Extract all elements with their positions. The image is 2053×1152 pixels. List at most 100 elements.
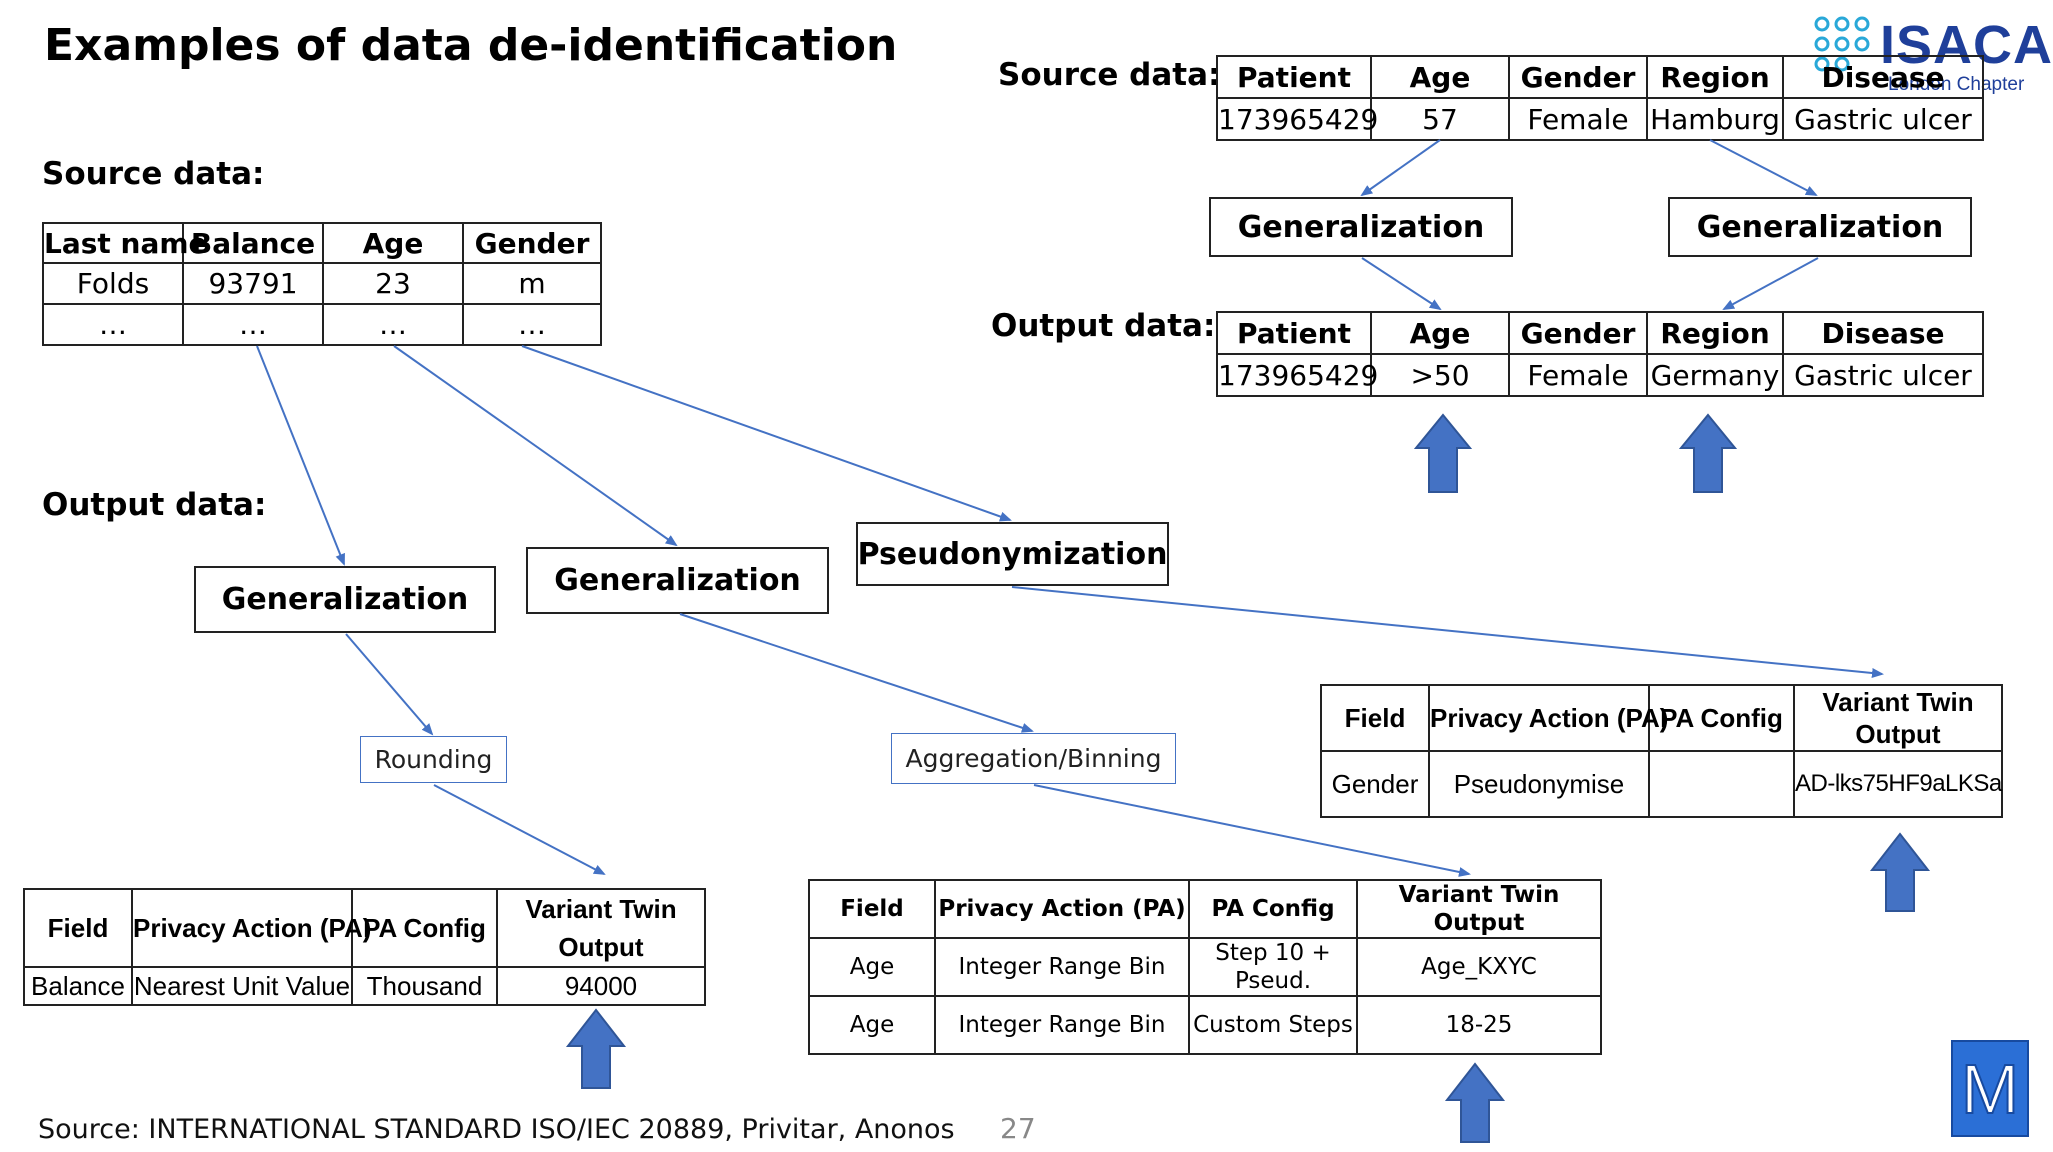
table-cell: Gastric ulcer <box>1782 353 1984 397</box>
table-cell: Germany <box>1646 353 1784 397</box>
col-header-field: Field <box>808 879 936 939</box>
pseudonymization-table: Field Privacy Action (PA) PA Config Vari… <box>1320 684 2003 818</box>
left-source-label: Source data: <box>42 156 265 192</box>
table-cell: Female <box>1508 353 1648 397</box>
table-cell: … <box>462 303 602 346</box>
arrow-region-to-generalization <box>1709 139 1818 196</box>
table-cell: Thousand <box>351 966 498 1006</box>
right-output-table: Patient Age Gender Region Disease 173965… <box>1216 311 1984 397</box>
table-row: … … … … <box>42 303 602 346</box>
col-header-age: Age <box>1370 55 1510 99</box>
arrow-generalization-to-region <box>1722 257 1819 310</box>
col-header-patient: Patient <box>1216 311 1372 355</box>
table-cell: 173965429 <box>1216 353 1378 397</box>
table-cell: Integer Range Bin <box>934 937 1190 997</box>
table-cell: Age <box>808 995 936 1055</box>
table-cell: Gastric ulcer <box>1782 97 1984 141</box>
table-row: Balance Nearest Unit Value Thousand 9400… <box>23 966 706 1006</box>
left-output-label: Output data: <box>42 487 267 523</box>
up-arrow-icon <box>1678 413 1738 493</box>
col-header-region: Region <box>1646 311 1784 355</box>
table-cell: Step 10 + Pseud. <box>1188 937 1358 997</box>
generalization-box-balance: Generalization <box>194 566 496 633</box>
arrow-aggregation-to-table <box>1033 784 1471 877</box>
table-cell: Custom Steps <box>1188 995 1358 1055</box>
table-cell: Age_KXYC <box>1356 937 1602 997</box>
table-cell: 173965429 <box>1216 97 1378 141</box>
up-arrow-icon <box>1413 413 1473 493</box>
table-row: Gender Pseudonymise AD-lks75HF9aLKSa <box>1320 750 2003 818</box>
table-cell <box>1648 750 1795 818</box>
table-row: Age Integer Range Bin Step 10 + Pseud. A… <box>808 937 1602 997</box>
generalization-box-age: Generalization <box>526 547 829 614</box>
table-cell: Folds <box>42 262 184 305</box>
table-cell: … <box>42 303 184 346</box>
col-header-field: Field <box>1320 684 1430 752</box>
arrow-generalization-to-rounding <box>345 633 434 736</box>
col-header-privacy-action: Privacy Action (PA) <box>131 888 371 968</box>
table-cell: Age <box>808 937 936 997</box>
table-row: Folds 93791 23 m <box>42 262 602 305</box>
binning-table: Field Privacy Action (PA) PA Config Vari… <box>808 879 1602 1055</box>
table-cell: … <box>322 303 464 346</box>
arrow-age-to-generalization <box>393 345 678 547</box>
arrow-age-to-generalization <box>1360 139 1441 197</box>
col-header-variant-twin-output: Variant Twin Output <box>1356 879 1602 939</box>
arrow-rounding-to-table <box>433 784 606 875</box>
arrow-generalization-to-age <box>1361 257 1442 311</box>
table-cell: Gender <box>1320 750 1430 818</box>
page-title: Examples of data de-identification <box>44 20 898 71</box>
corner-m-logo: M <box>1951 1040 2029 1137</box>
pseudonymization-box: Pseudonymization <box>856 522 1169 586</box>
col-header-variant-twin-output: Variant Twin Output <box>496 888 706 968</box>
col-header-variant-twin-output: Variant Twin Output <box>1793 684 2003 752</box>
col-header-privacy-action: Privacy Action (PA) <box>1428 684 1668 752</box>
up-arrow-icon <box>1444 1062 1506 1143</box>
table-cell: Balance <box>23 966 133 1006</box>
table-cell: … <box>182 303 324 346</box>
table-row: 173965429 >50 Female Germany Gastric ulc… <box>1216 353 1984 397</box>
generalization-box-age: Generalization <box>1209 197 1513 257</box>
table-cell: >50 <box>1370 353 1510 397</box>
col-header-pa-config: PA Config <box>1188 879 1358 939</box>
col-header-pa-config: PA Config <box>351 888 498 968</box>
generalization-box-region: Generalization <box>1668 197 1972 257</box>
col-header-age: Age <box>1370 311 1510 355</box>
up-arrow-icon <box>565 1008 627 1089</box>
table-cell: Female <box>1508 97 1648 141</box>
col-header-disease: Disease <box>1782 55 1984 99</box>
left-source-table: Last name Balance Age Gender Folds 93791… <box>42 222 602 346</box>
rounding-method-label: Rounding <box>360 736 507 783</box>
corner-m-logo-letter: M <box>1960 1049 2020 1128</box>
table-cell: 94000 <box>496 966 706 1006</box>
right-output-label: Output data: <box>991 308 1216 344</box>
aggregation-method-label: Aggregation/Binning <box>891 733 1176 784</box>
col-header-age: Age <box>322 222 464 264</box>
col-header-disease: Disease <box>1782 311 1984 355</box>
arrow-generalization-to-aggregation <box>679 613 1034 733</box>
rounding-table: Field Privacy Action (PA) PA Config Vari… <box>23 888 706 1006</box>
col-header-gender: Gender <box>462 222 602 264</box>
col-header-balance: Balance <box>182 222 324 264</box>
table-cell: AD-lks75HF9aLKSa <box>1793 750 2003 818</box>
right-source-table: Patient Age Gender Region Disease 173965… <box>1216 55 1984 141</box>
source-footnote: Source: INTERNATIONAL STANDARD ISO/IEC 2… <box>38 1114 955 1145</box>
arrow-gender-to-pseudonymization <box>521 345 1012 522</box>
right-source-label: Source data: <box>998 57 1221 93</box>
table-cell: Integer Range Bin <box>934 995 1190 1055</box>
col-header-privacy-action: Privacy Action (PA) <box>934 879 1190 939</box>
table-cell: Pseudonymise <box>1428 750 1650 818</box>
col-header-gender: Gender <box>1508 311 1648 355</box>
table-cell: 57 <box>1370 97 1510 141</box>
table-cell: m <box>462 262 602 305</box>
table-cell: 93791 <box>182 262 324 305</box>
col-header-patient: Patient <box>1216 55 1372 99</box>
table-row: 173965429 57 Female Hamburg Gastric ulce… <box>1216 97 1984 141</box>
up-arrow-icon <box>1869 832 1931 912</box>
col-header-field: Field <box>23 888 133 968</box>
col-header-region: Region <box>1646 55 1784 99</box>
table-cell: 18-25 <box>1356 995 1602 1055</box>
table-cell: Hamburg <box>1646 97 1784 141</box>
col-header-gender: Gender <box>1508 55 1648 99</box>
